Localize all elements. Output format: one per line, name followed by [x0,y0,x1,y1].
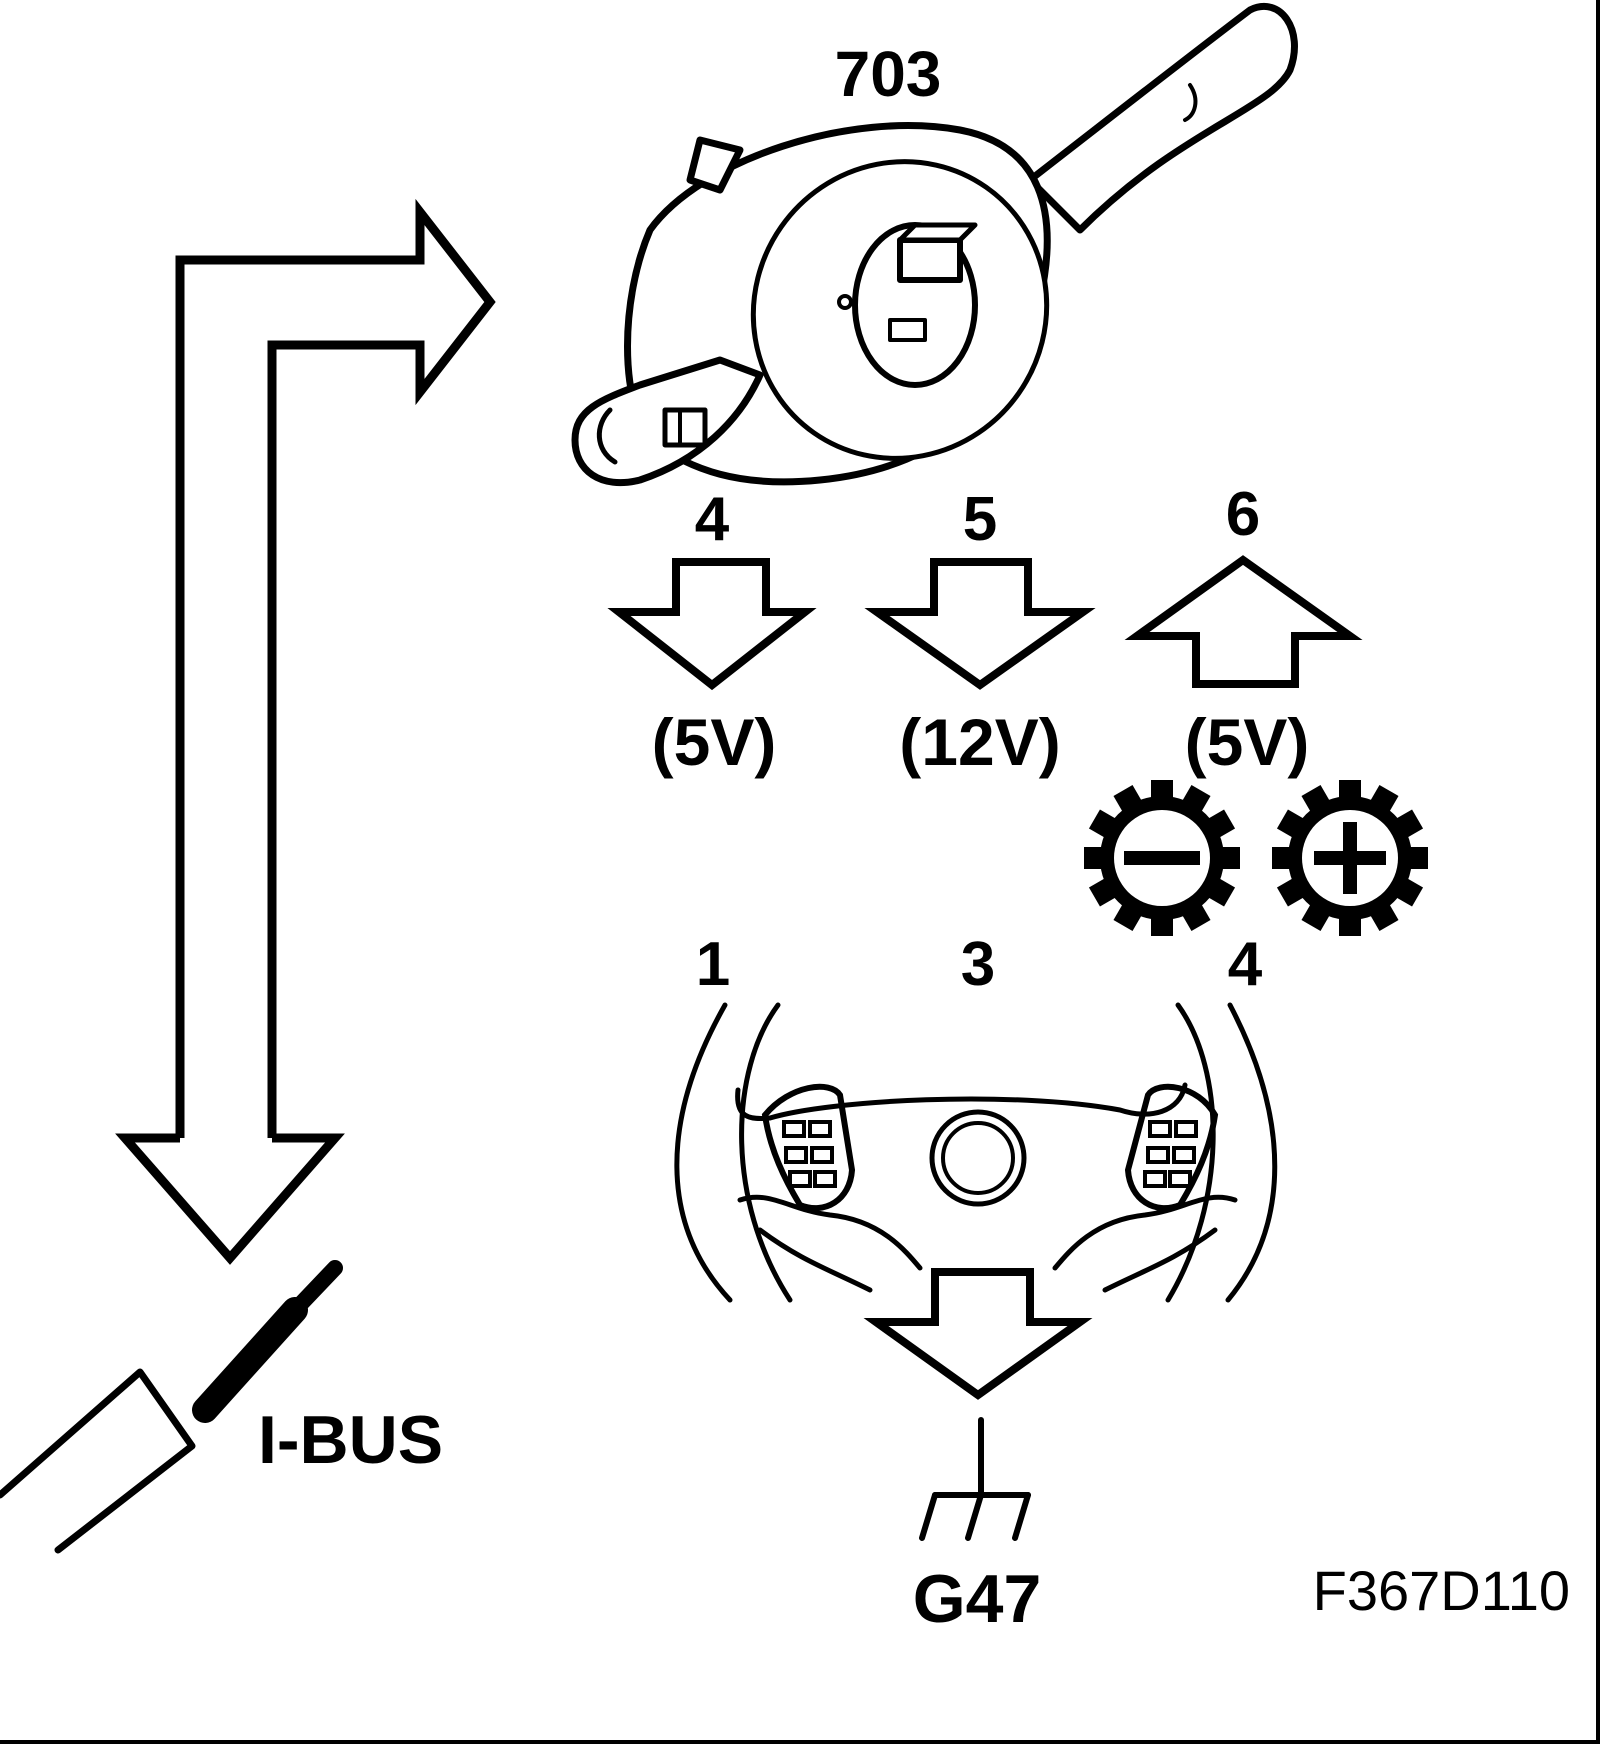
minus-gear-icon [1084,780,1240,936]
signal-pin-number: 4 [695,485,730,554]
ground-icon [919,1417,1031,1541]
wheel-pin-right: 4 [1228,930,1263,999]
signal-voltage: (12V) [899,705,1060,779]
signal-voltage: (5V) [1185,705,1310,779]
wheel-pin-left: 1 [696,930,730,999]
column-switch-module-703 [571,3,1298,487]
ground-label: G47 [913,1561,1042,1637]
signal-pin-number: 6 [1226,480,1260,549]
bus-cable-icon [0,1260,343,1554]
wheel-pin-center: 3 [961,930,995,999]
signal-pin-number: 5 [963,485,997,554]
signal-voltage: (5V) [652,705,777,779]
down-arrow-icon [864,558,1096,690]
module-label: 703 [835,38,942,110]
bus-double-arrow [115,198,496,1265]
signal-pin-6: 6 (5V) [1124,480,1363,779]
up-arrow-icon [1124,555,1363,688]
signal-pin-5: 5 (12V) [864,485,1096,779]
down-arrow-icon [607,558,817,691]
bus-label: I-BUS [258,1402,443,1478]
ground-arrow-icon [863,1268,1093,1400]
steering-wheel-icon [674,1002,1278,1303]
figure-reference: F367D110 [1313,1559,1570,1622]
plus-gear-icon [1272,780,1428,936]
signal-pin-4: 4 (5V) [607,485,817,779]
